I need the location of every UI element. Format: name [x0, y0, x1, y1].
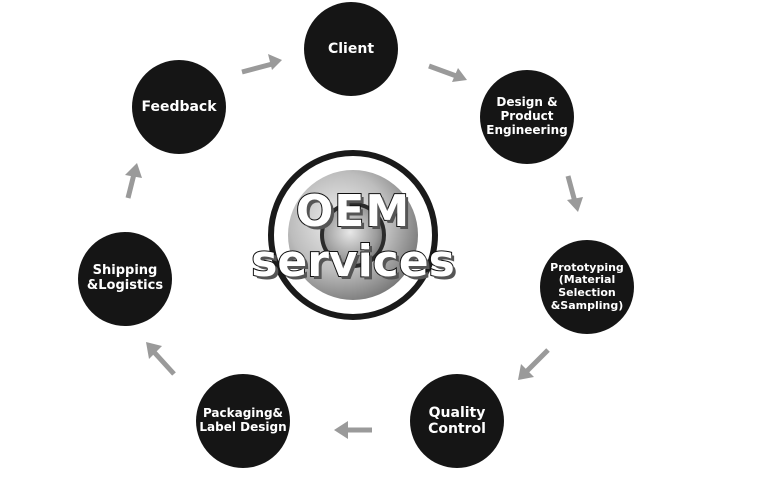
node-packaging-label: Packaging& Label Design	[199, 406, 287, 434]
node-prototyping-label: Prototyping (Material Selection &Samplin…	[550, 260, 624, 312]
node-prototyping: Prototyping (Material Selection &Samplin…	[540, 240, 634, 334]
arrow-packaging-to-shipping-icon	[146, 342, 176, 376]
center-title-line1: OEM	[295, 185, 411, 238]
node-packaging-label-design: Packaging& Label Design	[196, 374, 290, 468]
node-shipping-label: Shipping &Logistics	[86, 263, 164, 293]
node-feedback-label: Feedback	[141, 98, 217, 115]
node-feedback: Feedback	[132, 60, 226, 154]
arrow-quality-to-packaging-icon	[334, 421, 372, 439]
node-client-label: Client	[327, 40, 375, 57]
oem-services-emblem: OEM services	[250, 150, 456, 320]
node-quality-label: Quality Control	[428, 404, 486, 437]
center-title-line2: services	[250, 235, 456, 288]
node-client: Client	[304, 2, 398, 96]
bearing-hole	[320, 202, 386, 268]
arrow-shipping-to-feedback-icon	[125, 163, 142, 199]
node-shipping-logistics: Shipping &Logistics	[78, 232, 172, 326]
arrow-client-to-design-icon	[428, 63, 467, 82]
node-design-engineering: Design & Product Engineering	[480, 70, 574, 164]
node-design-label: Design & Product Engineering	[486, 95, 568, 137]
arrow-design-to-prototyping-icon	[565, 175, 583, 212]
arrow-feedback-to-client-icon	[241, 54, 282, 75]
arrow-prototyping-to-quality-icon	[518, 348, 550, 380]
node-quality-control: Quality Control	[410, 374, 504, 468]
